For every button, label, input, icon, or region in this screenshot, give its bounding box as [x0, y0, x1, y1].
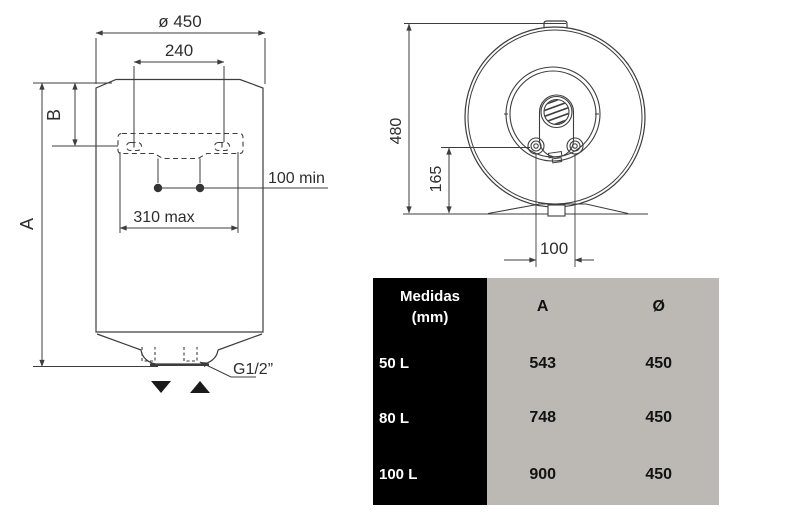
dimensions-table: Medidas (mm) 50 L 80 L 100 L A Ø 543 450… — [373, 278, 719, 505]
table-title-line1: Medidas — [399, 287, 460, 305]
pipe-thread-leader — [199, 361, 256, 378]
dimension-310-max — [119, 152, 239, 233]
screw-cap-hatch — [544, 100, 569, 124]
table-row: 900 450 — [487, 444, 719, 505]
row-label-100l: 100 L — [379, 466, 418, 483]
label-100-min: 100 min — [268, 170, 325, 187]
mounting-holes — [153, 158, 328, 193]
table-header-column: Medidas (mm) 50 L 80 L 100 L — [373, 278, 487, 505]
label-310-max: 310 max — [133, 209, 194, 226]
value-100l-diameter: 450 — [645, 465, 673, 483]
outlet-arrow-down-icon — [151, 381, 171, 393]
pipe-extension-lines — [535, 154, 576, 267]
label-a: A — [17, 218, 37, 230]
dimension-b — [52, 82, 118, 147]
value-50l-diameter: 450 — [645, 354, 673, 372]
mounting-bracket — [117, 132, 244, 160]
label-100: 100 — [540, 239, 568, 258]
label-diameter: ø 450 — [158, 12, 201, 31]
base-stand — [403, 203, 648, 217]
keyhole-slot-right — [213, 141, 231, 152]
hanging-tab — [543, 20, 568, 28]
value-80l-a: 748 — [529, 409, 557, 426]
side-view-drawing: 480 165 100 — [388, 20, 648, 267]
value-80l-diameter: 450 — [645, 409, 673, 426]
table-row: 543 450 — [487, 335, 719, 392]
table-title-line2: (mm) — [411, 308, 449, 326]
row-label-50l: 50 L — [379, 355, 410, 372]
dimension-diameter — [95, 30, 266, 84]
tank-outline — [95, 78, 264, 366]
table-row: 748 450 — [487, 392, 719, 444]
label-480: 480 — [388, 118, 405, 145]
label-pipe-thread: G1/2” — [233, 361, 273, 378]
pipe-connection-left — [527, 137, 545, 155]
thermostat-housing — [538, 94, 575, 158]
table-title: Medidas (mm) — [373, 278, 487, 335]
front-view-drawing: ø 450 240 B A 100 min 310 max G1/2” — [17, 12, 328, 393]
column-header-a: A — [536, 297, 549, 315]
pipe-stubs — [141, 347, 198, 362]
cable-clip — [547, 151, 563, 164]
value-50l-a: 543 — [529, 354, 557, 372]
dimension-240 — [133, 59, 225, 142]
table-column-headers: A Ø — [487, 278, 719, 335]
inlet-arrow-up-icon — [190, 381, 210, 393]
column-header-diameter: Ø — [652, 297, 665, 315]
tank-body-circle — [464, 20, 646, 208]
value-100l-a: 900 — [529, 465, 557, 483]
pipe-connection-right — [566, 137, 584, 155]
row-label-80l: 80 L — [379, 409, 410, 427]
keyhole-slot-left — [125, 141, 143, 152]
label-b: B — [44, 109, 64, 121]
dimension-480 — [404, 23, 566, 214]
table-body: A Ø 543 450 748 450 900 450 — [487, 278, 719, 505]
label-240: 240 — [165, 41, 193, 60]
label-165: 165 — [428, 166, 445, 193]
dimension-165 — [441, 147, 530, 214]
